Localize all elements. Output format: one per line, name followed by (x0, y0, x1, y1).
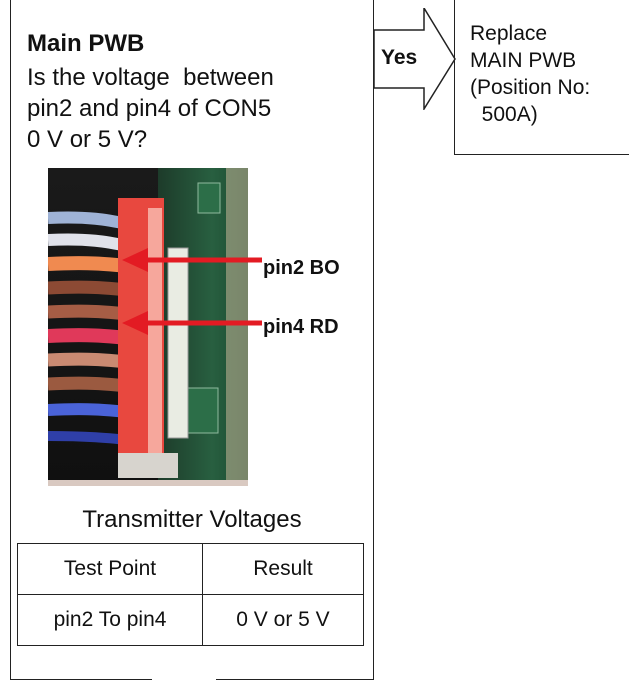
table-header-test-point: Test Point (18, 544, 203, 595)
replace-line: MAIN PWB (470, 47, 590, 74)
table-row: pin2 To pin4 0 V or 5 V (18, 595, 364, 646)
transmitter-voltages-title: Transmitter Voltages (10, 506, 374, 534)
table-cell-test-point: pin2 To pin4 (18, 595, 203, 646)
transmitter-voltages-table: Test Point Result pin2 To pin4 0 V or 5 … (17, 543, 364, 646)
main-pwb-title: Main PWB (27, 30, 144, 58)
pin2-label: pin2 BO (263, 257, 340, 280)
question-line: pin2 and pin4 of CON5 (27, 93, 357, 124)
replace-line: 500A) (470, 101, 590, 128)
voltage-question: Is the voltage between pin2 and pin4 of … (27, 62, 357, 155)
arrow-extensions (248, 250, 262, 340)
table-header-row: Test Point Result (18, 544, 364, 595)
bottom-connector-gap (152, 678, 216, 682)
pin4-label: pin4 RD (263, 316, 339, 339)
table-header-result: Result (203, 544, 364, 595)
question-line: Is the voltage between (27, 62, 357, 93)
replace-line: (Position No: (470, 74, 590, 101)
yes-label: Yes (381, 46, 417, 70)
replace-line: Replace (470, 20, 590, 47)
connector-photo (48, 168, 248, 486)
replace-instruction: Replace MAIN PWB (Position No: 500A) (470, 20, 590, 128)
board-header (168, 248, 188, 438)
table-cell-result: 0 V or 5 V (203, 595, 364, 646)
question-line: 0 V or 5 V? (27, 124, 357, 155)
